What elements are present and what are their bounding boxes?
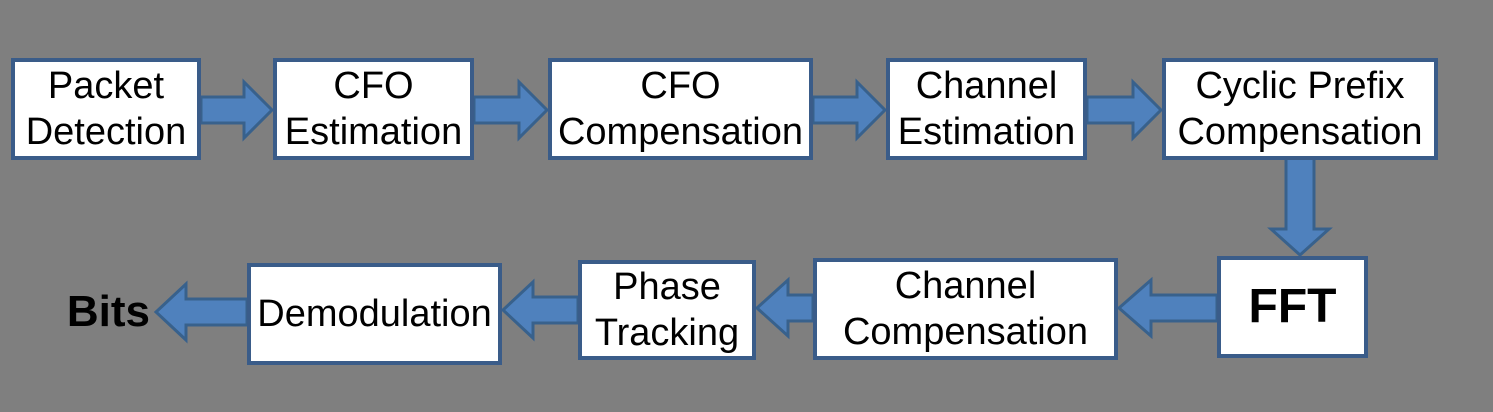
arrow-channel-estimation-to-cyclic-prefix-compensation <box>1085 78 1164 142</box>
output-label-bits: Bits <box>66 287 150 336</box>
arrow-demodulation-to-bits-output <box>153 280 249 344</box>
node-demodulation-label: Demodulation <box>257 293 492 335</box>
node-channel-compensation: Channel Compensation <box>813 258 1118 360</box>
node-phase-tracking: Phase Tracking <box>578 260 756 360</box>
node-channel-compensation-label: Channel Compensation <box>842 265 1089 353</box>
node-channel-estimation: Channel Estimation <box>886 58 1087 160</box>
node-demodulation: Demodulation <box>247 263 502 365</box>
arrow-cyclic-prefix-compensation-to-fft <box>1267 156 1333 258</box>
node-fft-label: FFT <box>1248 280 1337 333</box>
node-cfo-estimation-label: CFO Estimation <box>284 65 463 153</box>
node-cyclic-prefix-compensation: Cyclic Prefix Compensation <box>1162 58 1438 160</box>
arrow-packet-detection-to-cfo-estimation <box>199 78 275 142</box>
arrow-cfo-compensation-to-channel-estimation <box>811 78 888 142</box>
node-cfo-compensation-label: CFO Compensation <box>557 65 804 153</box>
node-packet-detection-label: Packet Detection <box>25 65 187 153</box>
node-phase-tracking-label: Phase Tracking <box>594 266 740 354</box>
arrow-fft-to-channel-compensation <box>1116 276 1219 340</box>
arrow-cfo-estimation-to-cfo-compensation <box>472 78 550 142</box>
node-fft: FFT <box>1217 256 1368 358</box>
node-channel-estimation-label: Channel Estimation <box>897 65 1076 153</box>
node-cfo-estimation: CFO Estimation <box>273 58 474 160</box>
node-cyclic-prefix-compensation-label: Cyclic Prefix Compensation <box>1177 65 1423 153</box>
arrow-channel-compensation-to-phase-tracking <box>754 276 815 340</box>
arrow-phase-tracking-to-demodulation <box>500 278 580 342</box>
node-packet-detection: Packet Detection <box>11 58 201 160</box>
node-cfo-compensation: CFO Compensation <box>548 58 813 160</box>
